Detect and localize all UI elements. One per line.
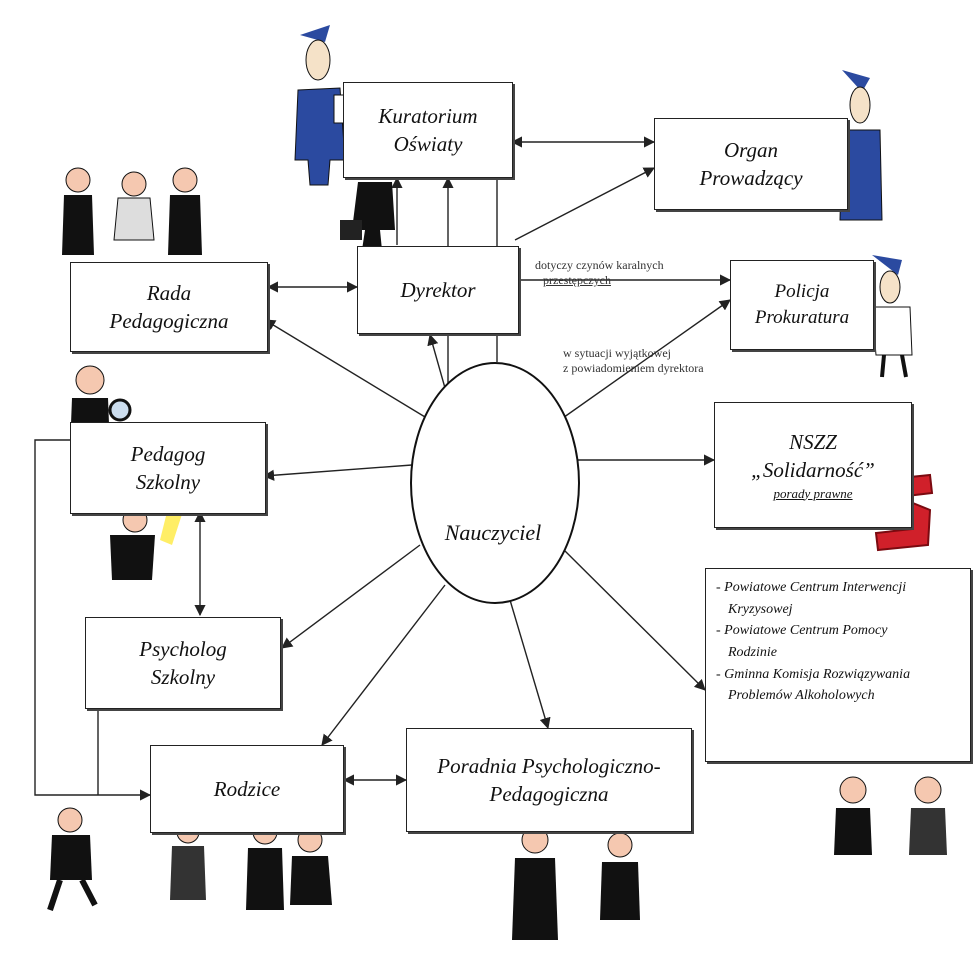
- kuratorium-line2: Oświaty: [393, 132, 463, 156]
- poradnia-box: Poradnia Psychologiczno- Pedagogiczna: [406, 728, 692, 832]
- edge-nauczyciel-psycholog: [281, 544, 421, 649]
- parent-figures: [170, 806, 332, 910]
- nszz-box: NSZZ „Solidarność” porady prawne: [714, 402, 912, 528]
- edge-nauczyciel-pedagog: [262, 464, 413, 481]
- rada-box: Rada Pedagogiczna: [70, 262, 268, 352]
- dyrektor-label: Dyrektor: [400, 277, 476, 302]
- pedagog-line1: Pedagog: [130, 441, 206, 466]
- rada-line2: Pedagogiczna: [109, 309, 229, 333]
- rodzice-label: Rodzice: [213, 776, 281, 801]
- edge-label-dyrektor-policja: dotyczy czynów karalnych przestępczych: [535, 258, 664, 288]
- rada-line1: Rada: [146, 280, 192, 305]
- service-item-3: - Gminna Komisja Rozwiązywania: [716, 666, 911, 682]
- nszz-line2: „Solidarność”: [751, 458, 875, 483]
- edge-label-nauczyciel-policja-2: z powiadomieniem dyrektora: [563, 361, 704, 375]
- poradnia-line2: Pedagogiczna: [489, 782, 609, 806]
- edge-nauczyciel-policja: [559, 299, 731, 421]
- rodzice-box: Rodzice: [150, 745, 344, 833]
- edge-nauczyciel-services: [561, 547, 706, 691]
- services-box: - Powiatowe Centrum Interwencji Kryzysow…: [705, 568, 971, 762]
- advisors-figures: [834, 776, 947, 855]
- service-item-1: - Powiatowe Centrum Interwencji: [716, 580, 907, 595]
- edge-label-nauczyciel-policja: w sytuacji wyjątkowej z powiadomieniem d…: [563, 346, 704, 376]
- psycholog-box: Psycholog Szkolny: [85, 617, 281, 709]
- kuratorium-line1: Kuratorium: [378, 103, 478, 128]
- dyrektor-box: Dyrektor: [357, 246, 519, 334]
- nszz-legal-advice: porady prawne: [773, 485, 853, 501]
- nauczyciel-node: [410, 362, 580, 604]
- counselor-figures: [512, 826, 640, 940]
- edge-label-nauczyciel-policja-1: w sytuacji wyjątkowej: [563, 346, 671, 360]
- service-item-2-cont: Rodzinie: [728, 645, 777, 661]
- service-item-2: - Powiatowe Centrum Pomocy: [716, 623, 888, 639]
- council-figures: [62, 167, 202, 255]
- edge-nauczyciel-poradnia: [509, 599, 551, 730]
- edge-nauczyciel-rodzice: [321, 584, 446, 746]
- policja-line1: Policja: [774, 281, 830, 303]
- edge-nauczyciel-dyrektor: [427, 333, 446, 389]
- service-item-3-cont: Problemów Alkoholowych: [728, 688, 875, 704]
- poradnia-line1: Poradnia Psychologiczno-: [437, 753, 661, 778]
- psycholog-line1: Psycholog: [139, 636, 227, 661]
- nauczyciel-label: Nauczyciel: [444, 520, 542, 545]
- organ-line1: Organ: [723, 137, 779, 162]
- walker-figure: [47, 807, 98, 911]
- policja-box: Policja Prokuratura: [730, 260, 874, 350]
- pedagog-line2: Szkolny: [135, 470, 201, 494]
- nszz-line1: NSZZ: [789, 429, 837, 454]
- organ-line2: Prowadzący: [699, 166, 803, 190]
- edge-label-dyrektor-policja-2: przestępczych: [543, 273, 611, 287]
- pedagog-box: Pedagog Szkolny: [70, 422, 266, 514]
- organ-box: Organ Prowadzący: [654, 118, 848, 210]
- police-figure: [871, 255, 913, 378]
- edge-dyrektor-organ: [514, 167, 655, 241]
- service-item-1-cont: Kryzysowej: [728, 601, 793, 617]
- psycholog-line2: Szkolny: [150, 665, 216, 689]
- edge-label-dyrektor-policja-1: dotyczy czynów karalnych: [535, 258, 664, 272]
- kuratorium-box: Kuratorium Oświaty: [343, 82, 513, 178]
- edge-nauczyciel-rada: [264, 319, 431, 421]
- policja-line2: Prokuratura: [754, 307, 850, 328]
- edge-pedagog-rodzice: [34, 439, 152, 801]
